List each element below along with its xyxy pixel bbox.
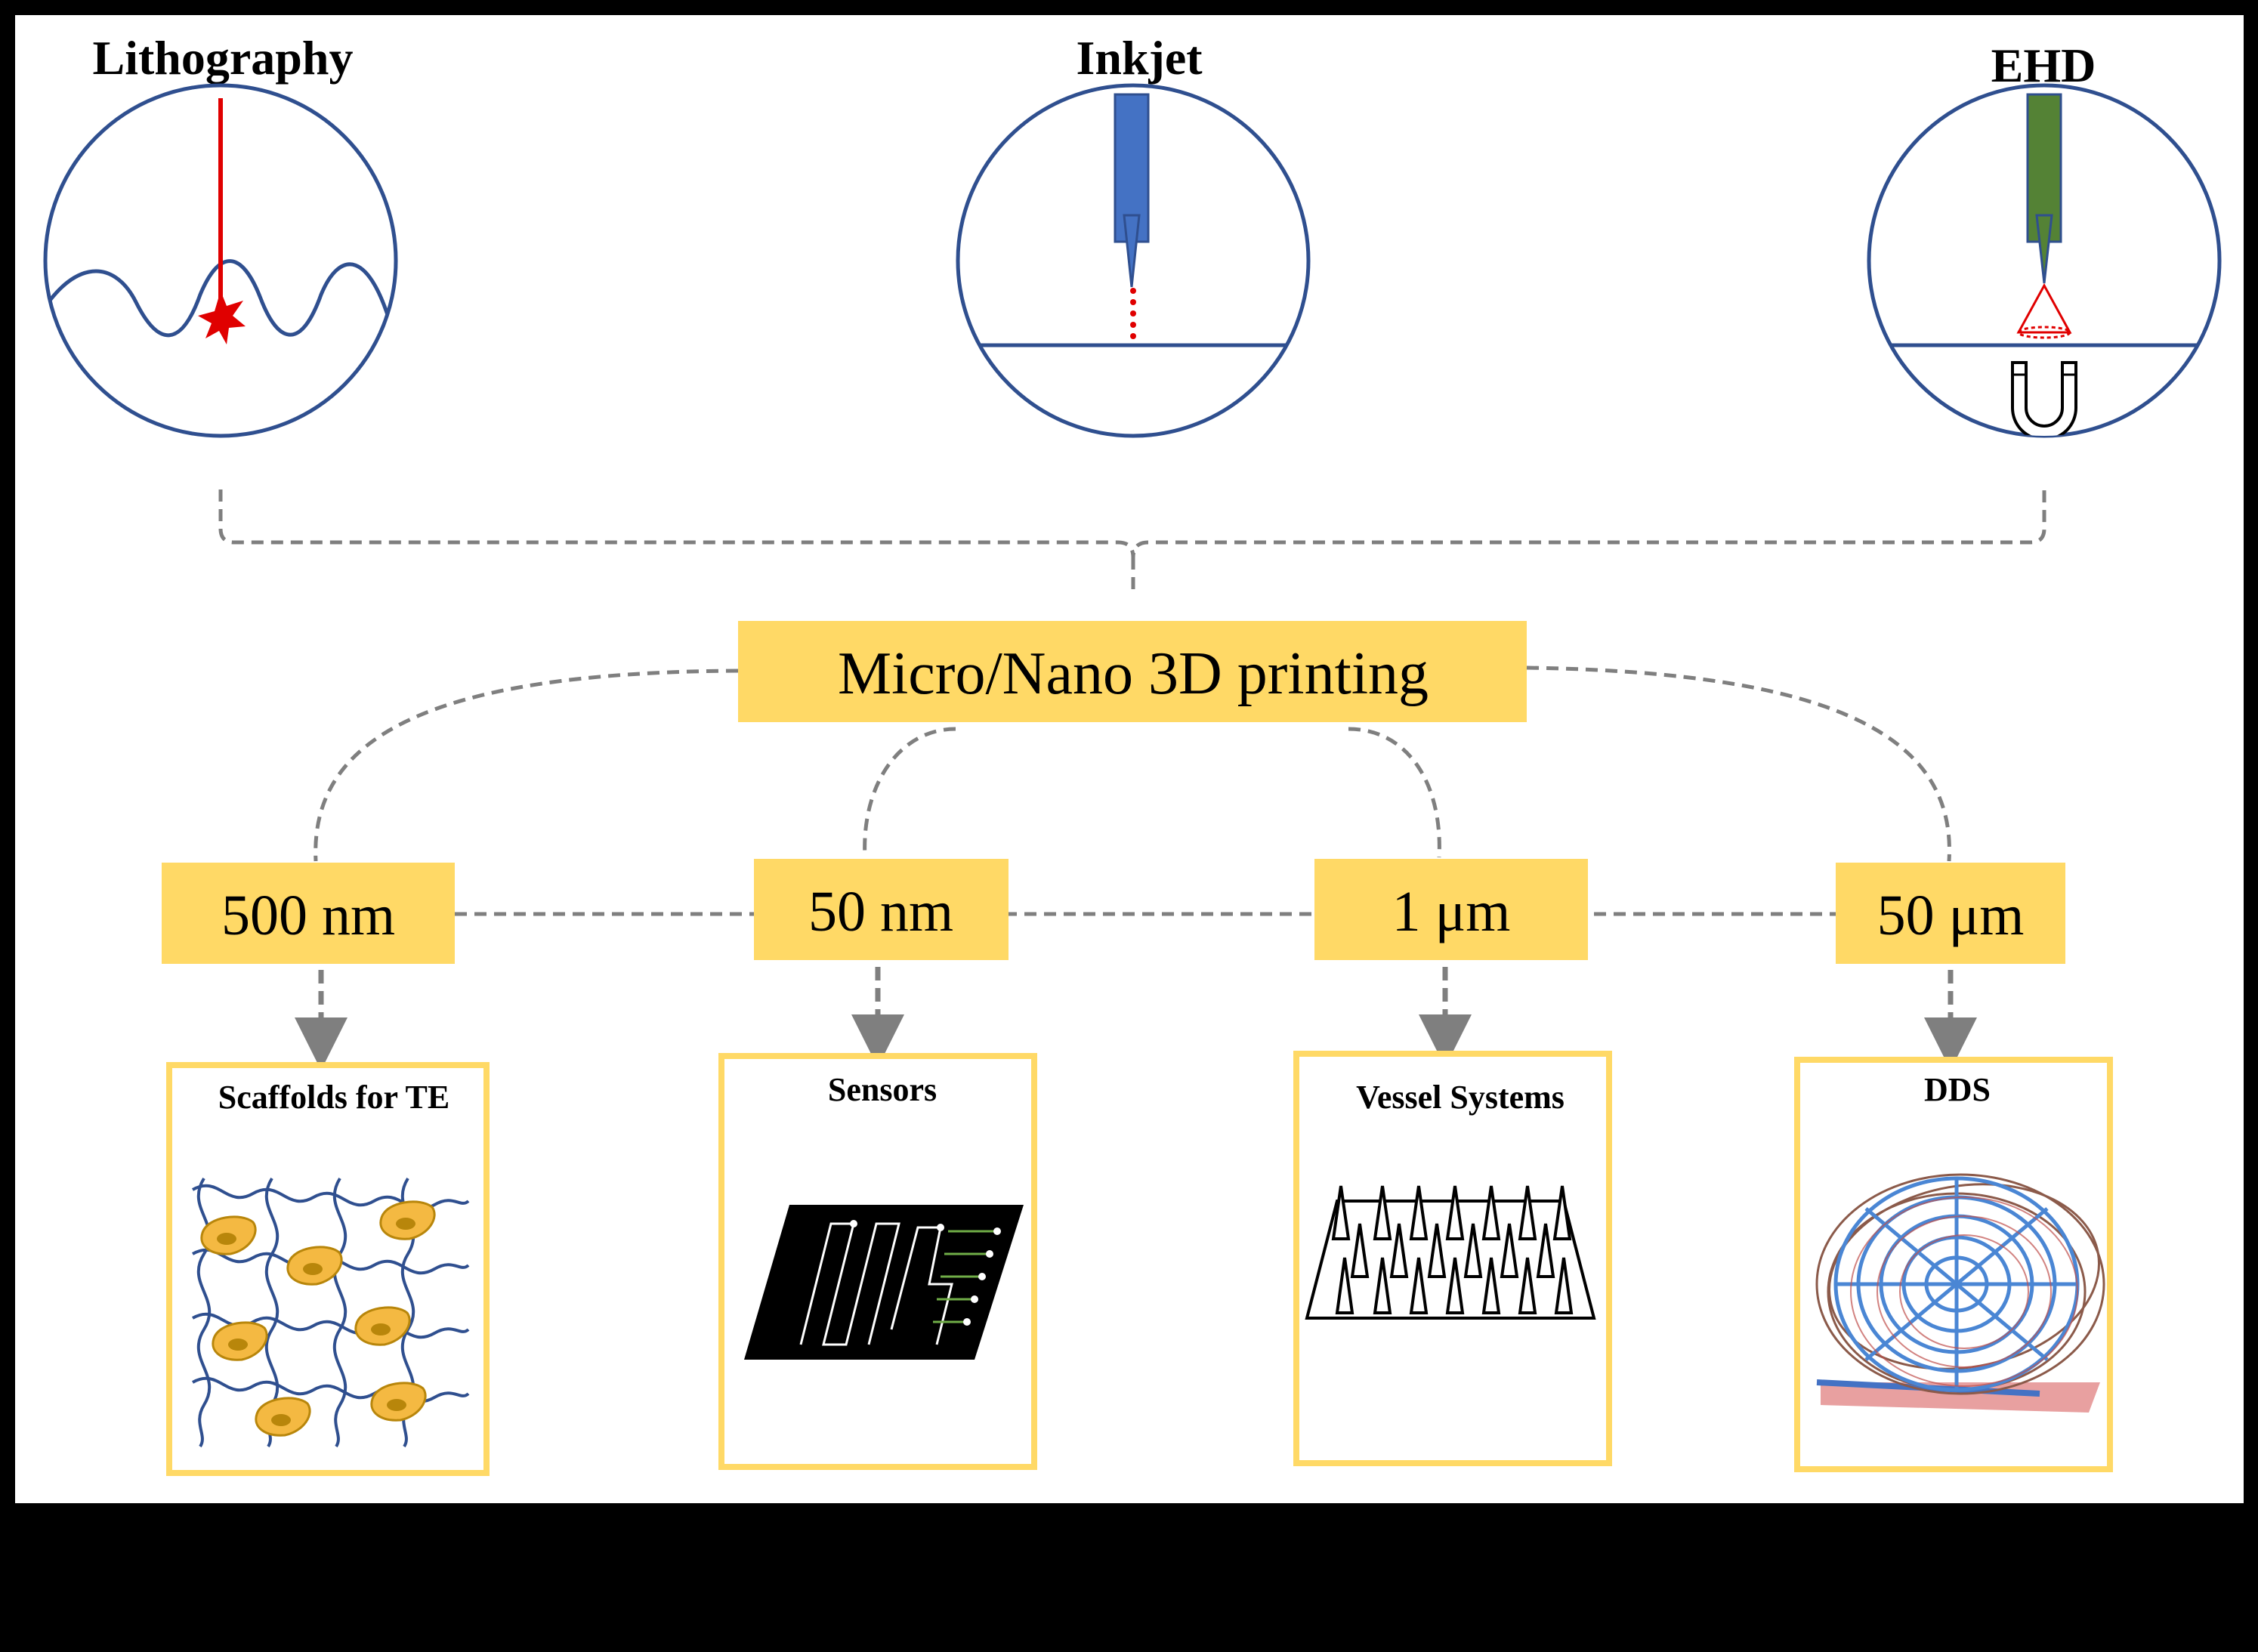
- application-label: DDS: [1924, 1071, 1991, 1108]
- technique-lithography: Lithography: [43, 31, 398, 438]
- resolution-label: 50 nm: [808, 880, 953, 943]
- ehd-nozzle-icon: [1869, 93, 2219, 436]
- hub-box: Micro/Nano 3D printing: [738, 621, 1527, 722]
- microneedle-array-icon: [1305, 1185, 1596, 1320]
- application-scaffolds: Scaffolds for TE: [166, 1062, 490, 1476]
- application-label: Scaffolds for TE: [218, 1079, 449, 1116]
- hub-label: Micro/Nano 3D printing: [838, 641, 1429, 707]
- technique-title: EHD: [1991, 39, 2096, 92]
- application-dds: DDS: [1794, 1057, 2113, 1472]
- cell-nuclei: [217, 1218, 415, 1426]
- resolution-500nm: 500 nm: [162, 863, 455, 964]
- hub-connector-3: [1348, 727, 1441, 858]
- resolution-1um: 1 μm: [1314, 859, 1588, 960]
- technique-inkjet: Inkjet: [956, 31, 1311, 438]
- application-arrows: [295, 967, 1977, 1070]
- circuit-sensor-icon: [744, 1205, 1024, 1360]
- resolution-box: [754, 859, 1009, 960]
- resolution-box: [162, 863, 455, 964]
- hub-connectors: [314, 665, 1951, 862]
- technique-bracket-connector: [218, 489, 2046, 589]
- technique-title: Lithography: [93, 31, 354, 85]
- application-sensors: Sensors: [718, 1053, 1037, 1470]
- application-label: Vessel Systems: [1356, 1079, 1565, 1116]
- laser-beam-icon: [45, 98, 395, 344]
- hub-connector-4: [1526, 665, 1951, 862]
- application-label: Sensors: [828, 1071, 937, 1108]
- technique-ehd: EHD: [1867, 39, 2222, 438]
- resolution-label: 500 nm: [221, 884, 395, 947]
- resolution-box: [1314, 859, 1588, 960]
- hub-connector-2: [863, 727, 956, 858]
- resolution-50um: 50 μm: [1836, 863, 2065, 964]
- resolution-50nm: 50 nm: [754, 859, 1009, 960]
- application-vessel-systems: Vessel Systems: [1293, 1051, 1612, 1466]
- hub-connector-1: [314, 669, 739, 862]
- printed-mesh-icon: [1815, 1173, 2105, 1413]
- resolution-label: 50 μm: [1877, 884, 2025, 947]
- inkjet-nozzle-icon: [958, 93, 1308, 347]
- resolution-box: [1836, 863, 2065, 964]
- hub-rect: [738, 621, 1527, 722]
- resolution-label: 1 μm: [1392, 880, 1511, 943]
- technique-title: Inkjet: [1076, 31, 1203, 85]
